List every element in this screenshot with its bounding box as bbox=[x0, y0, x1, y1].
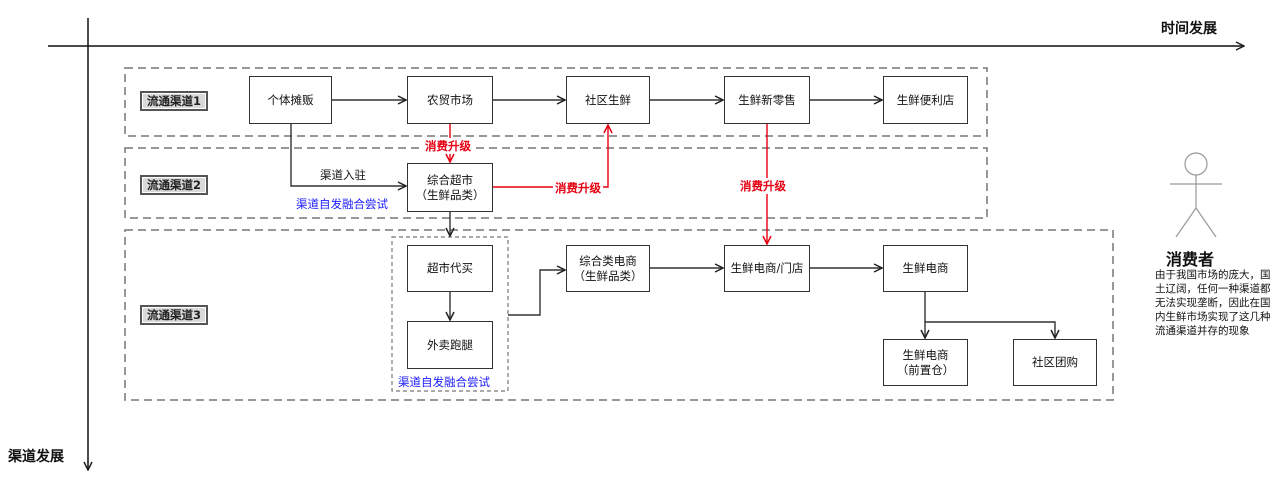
time-axis-label: 时间发展 bbox=[1161, 21, 1217, 37]
channel-2-label: 流通渠道2 bbox=[140, 175, 208, 195]
consumer-title: 消费者 bbox=[1166, 250, 1215, 269]
arrow-geti-chaoshi bbox=[290, 124, 406, 186]
arrow-group-zongheds bbox=[508, 270, 565, 316]
arrow-chaoshi-shequ-upgrade bbox=[493, 125, 608, 188]
node-shequ: 社区生鲜 bbox=[566, 76, 650, 124]
node-shengxian-ds: 生鲜电商 bbox=[883, 245, 968, 292]
arrow-shengxiands-tuangou bbox=[925, 321, 1055, 338]
node-bianli: 生鲜便利店 bbox=[883, 76, 968, 124]
node-geti: 个体摊贩 bbox=[249, 76, 332, 124]
fusion-label-2: 渠道自发融合尝试 bbox=[398, 375, 490, 389]
fusion-label-1: 渠道自发融合尝试 bbox=[296, 197, 388, 211]
consumer-figure-icon bbox=[1170, 152, 1222, 238]
channel-entry-label: 渠道入驻 bbox=[320, 168, 366, 182]
node-nongmao: 农贸市场 bbox=[407, 76, 493, 124]
channel-axis-label: 渠道发展 bbox=[8, 449, 64, 465]
consumer-description: 由于我国市场的庞大，国土辽阔，任何一种渠道都无法实现垄断，因此在国内生鲜市场实现… bbox=[1155, 269, 1271, 337]
upgrade-label-2: 消费升级 bbox=[553, 180, 603, 196]
node-tuangou: 社区团购 bbox=[1013, 339, 1097, 386]
node-xinlingshou: 生鲜新零售 bbox=[724, 76, 810, 124]
channel-3-region bbox=[124, 229, 1114, 401]
channel-2-region bbox=[124, 147, 988, 219]
channel-1-label: 流通渠道1 bbox=[140, 91, 208, 111]
upgrade-label-3: 消费升级 bbox=[738, 178, 788, 194]
channel-1-region bbox=[124, 67, 988, 137]
node-chaoshi: 综合超市 （生鲜品类） bbox=[407, 163, 493, 212]
node-qianzhi: 生鲜电商 （前置仓） bbox=[883, 339, 968, 386]
upgrade-label-1: 消费升级 bbox=[423, 138, 473, 154]
node-waimai: 外卖跑腿 bbox=[407, 321, 493, 369]
node-daimai: 超市代买 bbox=[407, 245, 493, 292]
node-ds-mendian: 生鲜电商/门店 bbox=[724, 245, 810, 292]
node-zonghe-ds: 综合类电商 （生鲜品类） bbox=[566, 245, 650, 292]
channel-3-label: 流通渠道3 bbox=[140, 305, 208, 325]
fusion-group-region bbox=[391, 236, 509, 392]
